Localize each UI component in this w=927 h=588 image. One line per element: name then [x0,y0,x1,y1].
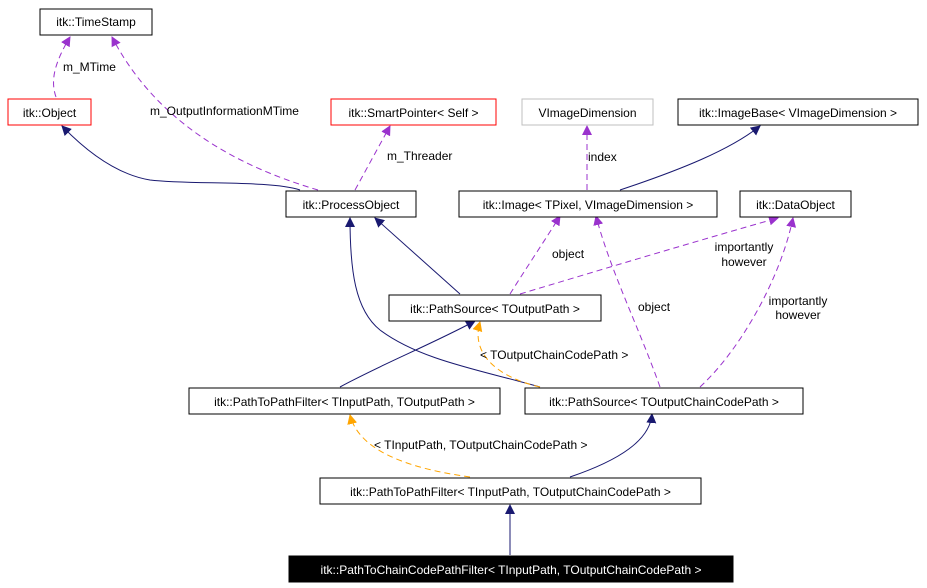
label-object-2: object [638,300,671,314]
node-image-base-label: itk::ImageBase< VImageDimension > [699,106,897,120]
edge-tpl-chain [472,321,541,388]
edge-m-output-information-mtime [111,36,319,191]
node-process-object[interactable]: itk::ProcessObject [285,190,417,218]
edge-path-source-out-to-process-object [374,217,461,295]
node-object[interactable]: itk::Object [7,98,92,126]
edge-path-to-path-filter-chain-to-path-source-chain [569,413,657,478]
node-time-stamp-label: itk::TimeStamp [56,15,136,29]
node-smart-pointer-label: itk::SmartPointer< Self > [348,106,478,120]
node-path-to-path-filter-io-label: itk::PathToPathFilter< TInputPath, TOutp… [214,395,475,409]
node-path-source-chain[interactable]: itk::PathSource< TOutputChainCodePath > [524,387,804,415]
edge-m-threader [354,125,391,191]
label-tpl-chain: < TOutputChainCodePath > [480,348,628,362]
label-importantly-1b: however [721,255,766,269]
label-m-threader: m_Threader [387,149,452,163]
node-image[interactable]: itk::Image< TPixel, VImageDimension > [458,190,718,218]
node-path-source-out-label: itk::PathSource< TOutputPath > [410,302,580,316]
edge-path-to-path-filter-io-to-path-source-out [339,320,476,388]
node-path-source-chain-label: itk::PathSource< TOutputChainCodePath > [549,395,779,409]
edge-image-to-image-base [619,125,761,191]
label-m-mtime: m_MTime [63,60,116,74]
node-smart-pointer[interactable]: itk::SmartPointer< Self > [330,98,497,126]
node-object-label: itk::Object [23,106,77,120]
node-data-object[interactable]: itk::DataObject [739,190,852,218]
node-focus[interactable]: itk::PathToChainCodePathFilter< TInputPa… [288,555,734,583]
node-path-to-path-filter-chain-label: itk::PathToPathFilter< TInputPath, TOutp… [350,485,671,499]
node-vimage-dimension-label: VImageDimension [538,106,636,120]
edge-object-1 [509,215,561,295]
edge-m-mtime [53,36,71,98]
edge-importantly-1 [519,215,779,295]
node-time-stamp[interactable]: itk::TimeStamp [39,8,153,36]
node-path-source-out[interactable]: itk::PathSource< TOutputPath > [388,294,602,322]
edge-path-source-chain-to-process-object [345,217,541,388]
node-data-object-label: itk::DataObject [756,198,835,212]
edge-object-2 [593,215,661,388]
node-path-to-path-filter-chain[interactable]: itk::PathToPathFilter< TInputPath, TOutp… [319,477,702,505]
label-tpl-input-chain: < TInputPath, TOutputChainCodePath > [374,438,588,452]
node-image-label: itk::Image< TPixel, VImageDimension > [483,198,694,212]
node-vimage-dimension[interactable]: VImageDimension [521,98,654,126]
edge-process-object-to-object [61,125,301,191]
node-process-object-label: itk::ProcessObject [303,198,400,212]
label-m-output-information-mtime: m_OutputInformationMTime [150,104,299,118]
edge-importantly-2 [699,217,797,388]
node-image-base[interactable]: itk::ImageBase< VImageDimension > [677,98,919,126]
label-index: index [588,150,617,164]
node-focus-label: itk::PathToChainCodePathFilter< TInputPa… [321,563,702,577]
label-importantly-2a: importantly [769,294,828,308]
label-importantly-1a: importantly [715,240,774,254]
label-object-1: object [552,247,585,261]
node-path-to-path-filter-io[interactable]: itk::PathToPathFilter< TInputPath, TOutp… [188,387,501,415]
label-importantly-2b: however [775,308,820,322]
